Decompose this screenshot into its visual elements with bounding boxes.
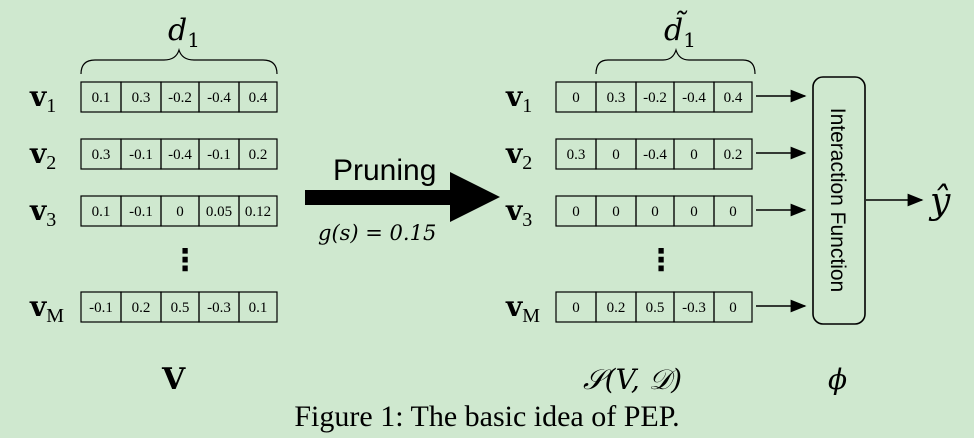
cell-value: -0.1 <box>129 204 153 220</box>
cell-value: -0.4 <box>207 90 231 106</box>
matrix-cell <box>238 291 278 323</box>
row-arrows <box>756 89 807 313</box>
cell-value: -0.1 <box>207 147 231 163</box>
matrix-cell <box>238 195 278 227</box>
matrix-row: v2 0.3 0 -0.4 0 0.2 <box>505 137 753 174</box>
row-label: v1 <box>505 80 532 117</box>
left-dim-label: d1 <box>168 13 200 52</box>
cell-value: 0 <box>612 204 620 220</box>
cell-value: 0.1 <box>92 90 111 106</box>
cell-value: -0.1 <box>129 147 153 163</box>
cell-value: 0.1 <box>249 300 268 316</box>
row-label: vM <box>29 290 64 327</box>
cell-value: 0.2 <box>724 147 743 163</box>
matrix-cell <box>713 81 753 113</box>
matrix-cell <box>713 138 753 170</box>
cell-value: -0.3 <box>682 300 706 316</box>
cell-value: 0.5 <box>171 300 190 316</box>
left-matrix-label: V <box>161 362 186 397</box>
cell-value: 0.1 <box>92 204 111 220</box>
interaction-function-label: Interaction Function <box>826 108 849 292</box>
right-ellipsis: ⋮ <box>646 243 676 278</box>
cell-value: 0 <box>729 300 737 316</box>
matrix-row: vM -0.1 0.2 0.5 -0.3 0.1 <box>29 290 278 327</box>
cell-value: -0.4 <box>682 90 706 106</box>
cell-value: 0.5 <box>646 300 665 316</box>
matrix-cell <box>713 195 753 227</box>
cell-value: 0.3 <box>607 90 626 106</box>
cell-value: 0 <box>690 147 698 163</box>
right-dim-label: d̃1 <box>664 10 696 52</box>
row-label: v2 <box>29 137 56 174</box>
cell-value: 0.2 <box>607 300 626 316</box>
left-ellipsis: ⋮ <box>170 243 200 278</box>
cell-value: 0 <box>690 204 698 220</box>
cell-value: 0 <box>572 300 580 316</box>
row-label: vM <box>505 290 540 327</box>
pruning-label: Pruning <box>333 154 436 187</box>
row-label: v2 <box>505 137 532 174</box>
left-dim-brace: d1 <box>80 13 278 75</box>
cell-value: 0.2 <box>249 147 268 163</box>
cell-value: 0.4 <box>249 90 268 106</box>
matrix-row: v2 0.3 -0.1 -0.4 -0.1 0.2 <box>29 137 278 174</box>
interaction-function-box: Interaction Function <box>812 76 866 325</box>
cell-value: -0.3 <box>207 300 231 316</box>
cell-value: -0.4 <box>643 147 667 163</box>
cell-value: 0 <box>572 90 580 106</box>
cell-value: 0.12 <box>245 204 271 220</box>
matrix-cell <box>713 291 753 323</box>
matrix-row: v3 0.1 -0.1 0 0.05 0.12 <box>29 194 278 231</box>
cell-value: 0.3 <box>92 147 111 163</box>
cell-value: 0 <box>176 204 184 220</box>
figure-caption: Figure 1: The basic idea of PEP. <box>294 400 679 433</box>
matrix-cell <box>238 138 278 170</box>
cell-value: -0.2 <box>168 90 192 106</box>
row-label: v3 <box>505 194 532 231</box>
output-y-hat: ŷ <box>928 181 951 222</box>
cell-value: 0.4 <box>724 90 743 106</box>
row-label: v1 <box>29 80 56 117</box>
cell-value: -0.1 <box>89 300 113 316</box>
cell-value: 0 <box>612 147 620 163</box>
cell-value: -0.4 <box>168 147 192 163</box>
matrix-row: vM 0 0.2 0.5 -0.3 0 <box>505 290 753 327</box>
cell-value: 0.3 <box>132 90 151 106</box>
cell-value: 0.3 <box>567 147 586 163</box>
phi-label: ϕ <box>828 363 847 396</box>
pruned-matrix-label: 𝒮(V, 𝒟) <box>583 363 682 396</box>
right-dim-brace: d̃1 <box>595 10 756 75</box>
cell-value: 0 <box>572 204 580 220</box>
matrix-row: v1 0 0.3 -0.2 -0.4 0.4 <box>505 80 753 117</box>
row-label: v3 <box>29 194 56 231</box>
cell-value: 0 <box>729 204 737 220</box>
threshold-equation: g(s) = 0.15 <box>318 221 436 245</box>
cell-value: -0.2 <box>643 90 667 106</box>
cell-value: 0.05 <box>206 204 232 220</box>
pruning-arrow: Pruning g(s) = 0.15 <box>305 154 500 245</box>
cell-value: 0 <box>651 204 659 220</box>
matrix-row: v3 0 0 0 0 0 <box>505 194 753 231</box>
matrix-cell <box>238 81 278 113</box>
cell-value: 0.2 <box>132 300 151 316</box>
matrix-row: v1 0.1 0.3 -0.2 -0.4 0.4 <box>29 80 278 117</box>
